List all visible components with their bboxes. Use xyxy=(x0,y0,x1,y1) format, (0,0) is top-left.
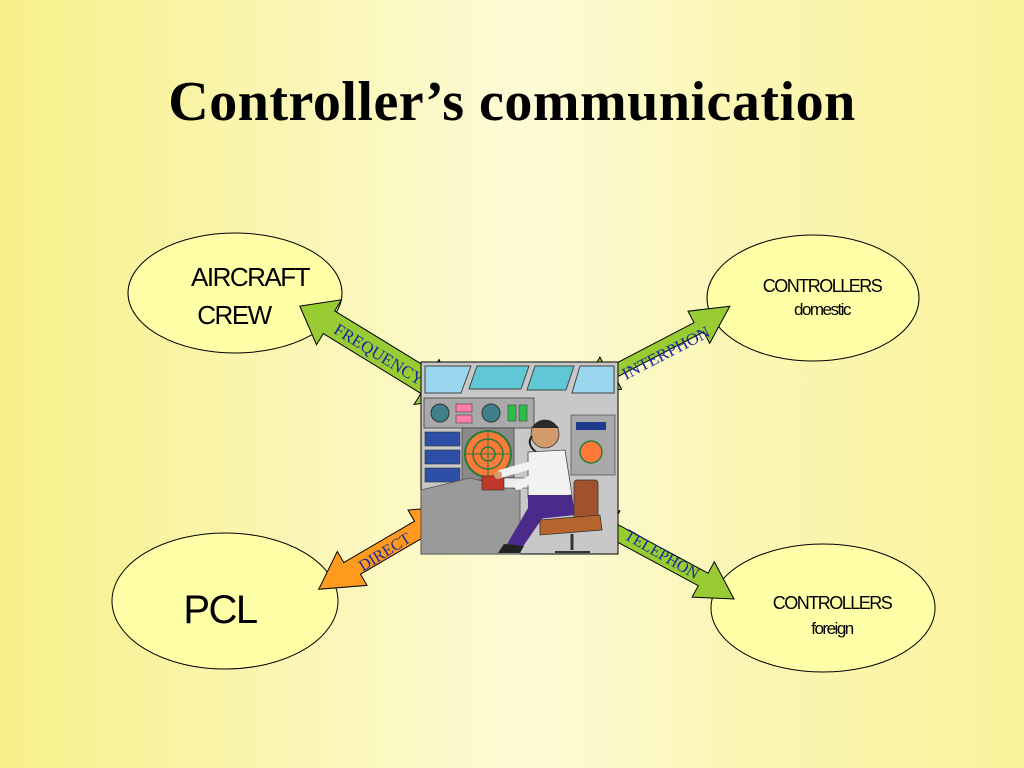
pcl-label: PCL xyxy=(183,588,258,632)
interphon-label: INTERPHON xyxy=(619,322,713,383)
air-traffic-controller-icon xyxy=(420,361,619,555)
aircraft-crew-line2: CREW xyxy=(197,300,272,330)
pcl-text: PCL xyxy=(160,588,280,632)
controllers-foreign-line2: foreign xyxy=(811,619,854,638)
controllers-domestic-ellipse xyxy=(706,234,920,362)
pcl-ellipse xyxy=(111,532,339,670)
controllers-domestic-text: CONTROLLERS domestic xyxy=(732,274,912,322)
controllers-domestic-line2: domestic xyxy=(793,300,852,319)
slide-title: Controller’s communication xyxy=(168,71,856,133)
aircraft-crew-text: AIRCRAFT CREW xyxy=(160,258,320,334)
controllers-domestic-line1: CONTROLLERS xyxy=(762,276,883,296)
controllers-foreign-line1: CONTROLLERS xyxy=(772,593,893,613)
controllers-foreign-text: CONTROLLERS foreign xyxy=(742,590,922,642)
frequency-label: FREQUENCY xyxy=(331,320,428,390)
aircraft-crew-ellipse xyxy=(127,232,343,354)
aircraft-crew-line1: AIRCRAFT xyxy=(191,262,311,292)
controllers-foreign-ellipse xyxy=(710,543,936,673)
telephon-label: TELEPHON xyxy=(621,527,702,583)
